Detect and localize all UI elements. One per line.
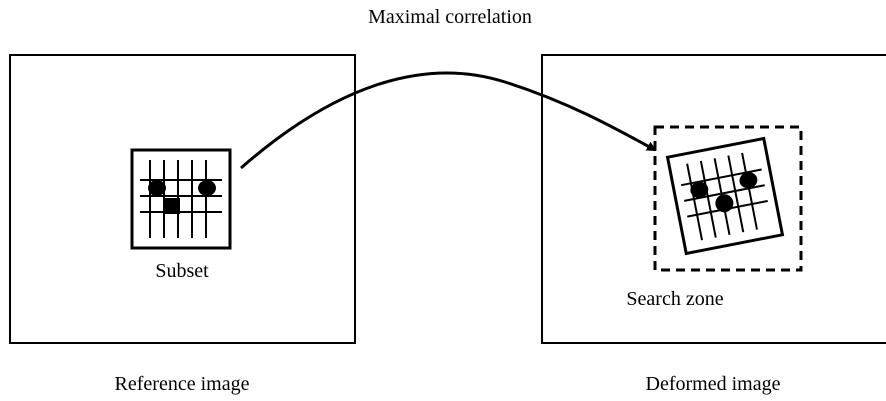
subset-label: Subset	[155, 260, 208, 282]
subset-box	[132, 150, 230, 248]
deformed-subset-speckles	[689, 171, 762, 218]
reference-image-caption: Reference image	[115, 373, 250, 395]
search-zone-label: Search zone	[626, 288, 723, 310]
diagram-title: Maximal correlation	[368, 6, 532, 28]
subset-grid	[140, 160, 222, 238]
correlation-arrow	[241, 73, 655, 168]
deformed-subset-box	[668, 139, 783, 254]
deformed-image-caption: Deformed image	[646, 373, 781, 395]
reference-image-frame	[10, 55, 355, 343]
